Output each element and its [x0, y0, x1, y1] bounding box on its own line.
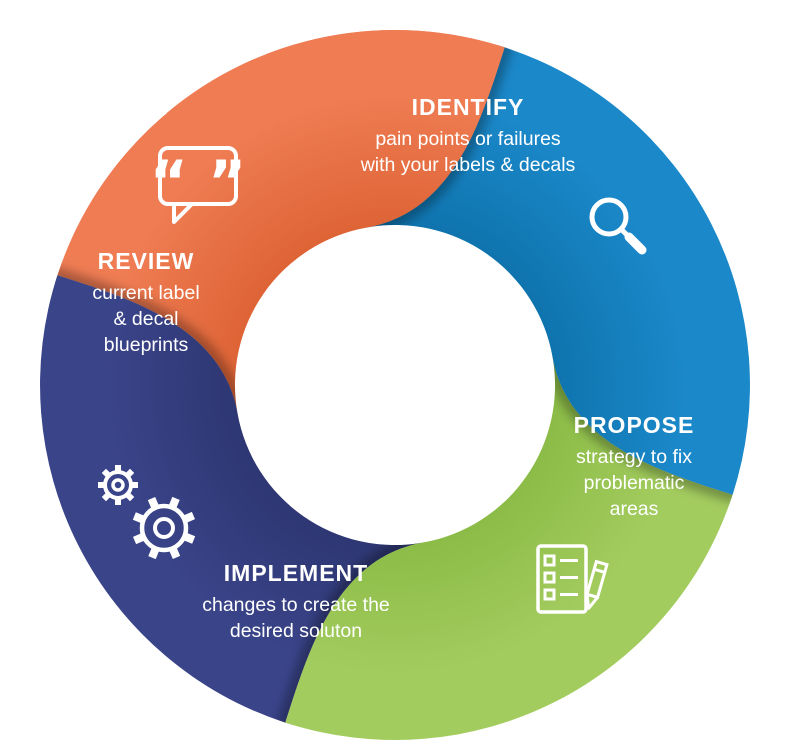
small-gear: [98, 465, 138, 505]
large-gear: [132, 496, 196, 560]
segment-line: problematic: [583, 472, 685, 494]
segment-line: pain points or failures: [375, 128, 561, 150]
segment-review-textblock: REVIEW current label & decal blueprints: [41, 248, 251, 358]
segment-review-tip: [166, 29, 505, 263]
magnifier-icon: [589, 197, 647, 255]
segment-title-propose: PROPOSE: [573, 412, 695, 438]
segment-identify-textblock: IDENTIFY pain points or failures with yo…: [308, 94, 628, 178]
segment-line: changes to create the: [202, 594, 390, 616]
segment-title-implement: IMPLEMENT: [223, 560, 369, 586]
segment-line: strategy to fix: [576, 446, 692, 468]
quote-icon: “ ”: [152, 146, 244, 224]
segment-title-review: REVIEW: [97, 248, 195, 274]
quote-marks: “ ”: [152, 148, 244, 216]
segment-line: & decal: [113, 308, 179, 330]
segment-implement-textblock: IMPLEMENT changes to create the desired …: [161, 560, 431, 644]
checklist-icon: [536, 544, 609, 614]
segment-propose-textblock: PROPOSE strategy to fix problematic area…: [524, 412, 744, 522]
segment-line: areas: [609, 498, 659, 520]
segment-line: current label: [92, 282, 200, 304]
pencil-glyph: [585, 559, 609, 610]
segment-line: blueprints: [103, 334, 189, 356]
segment-title-identify: IDENTIFY: [411, 94, 525, 120]
segment-line: desired soluton: [229, 620, 363, 642]
segment-line: with your labels & decals: [360, 154, 576, 176]
gears-icon: [98, 465, 196, 560]
